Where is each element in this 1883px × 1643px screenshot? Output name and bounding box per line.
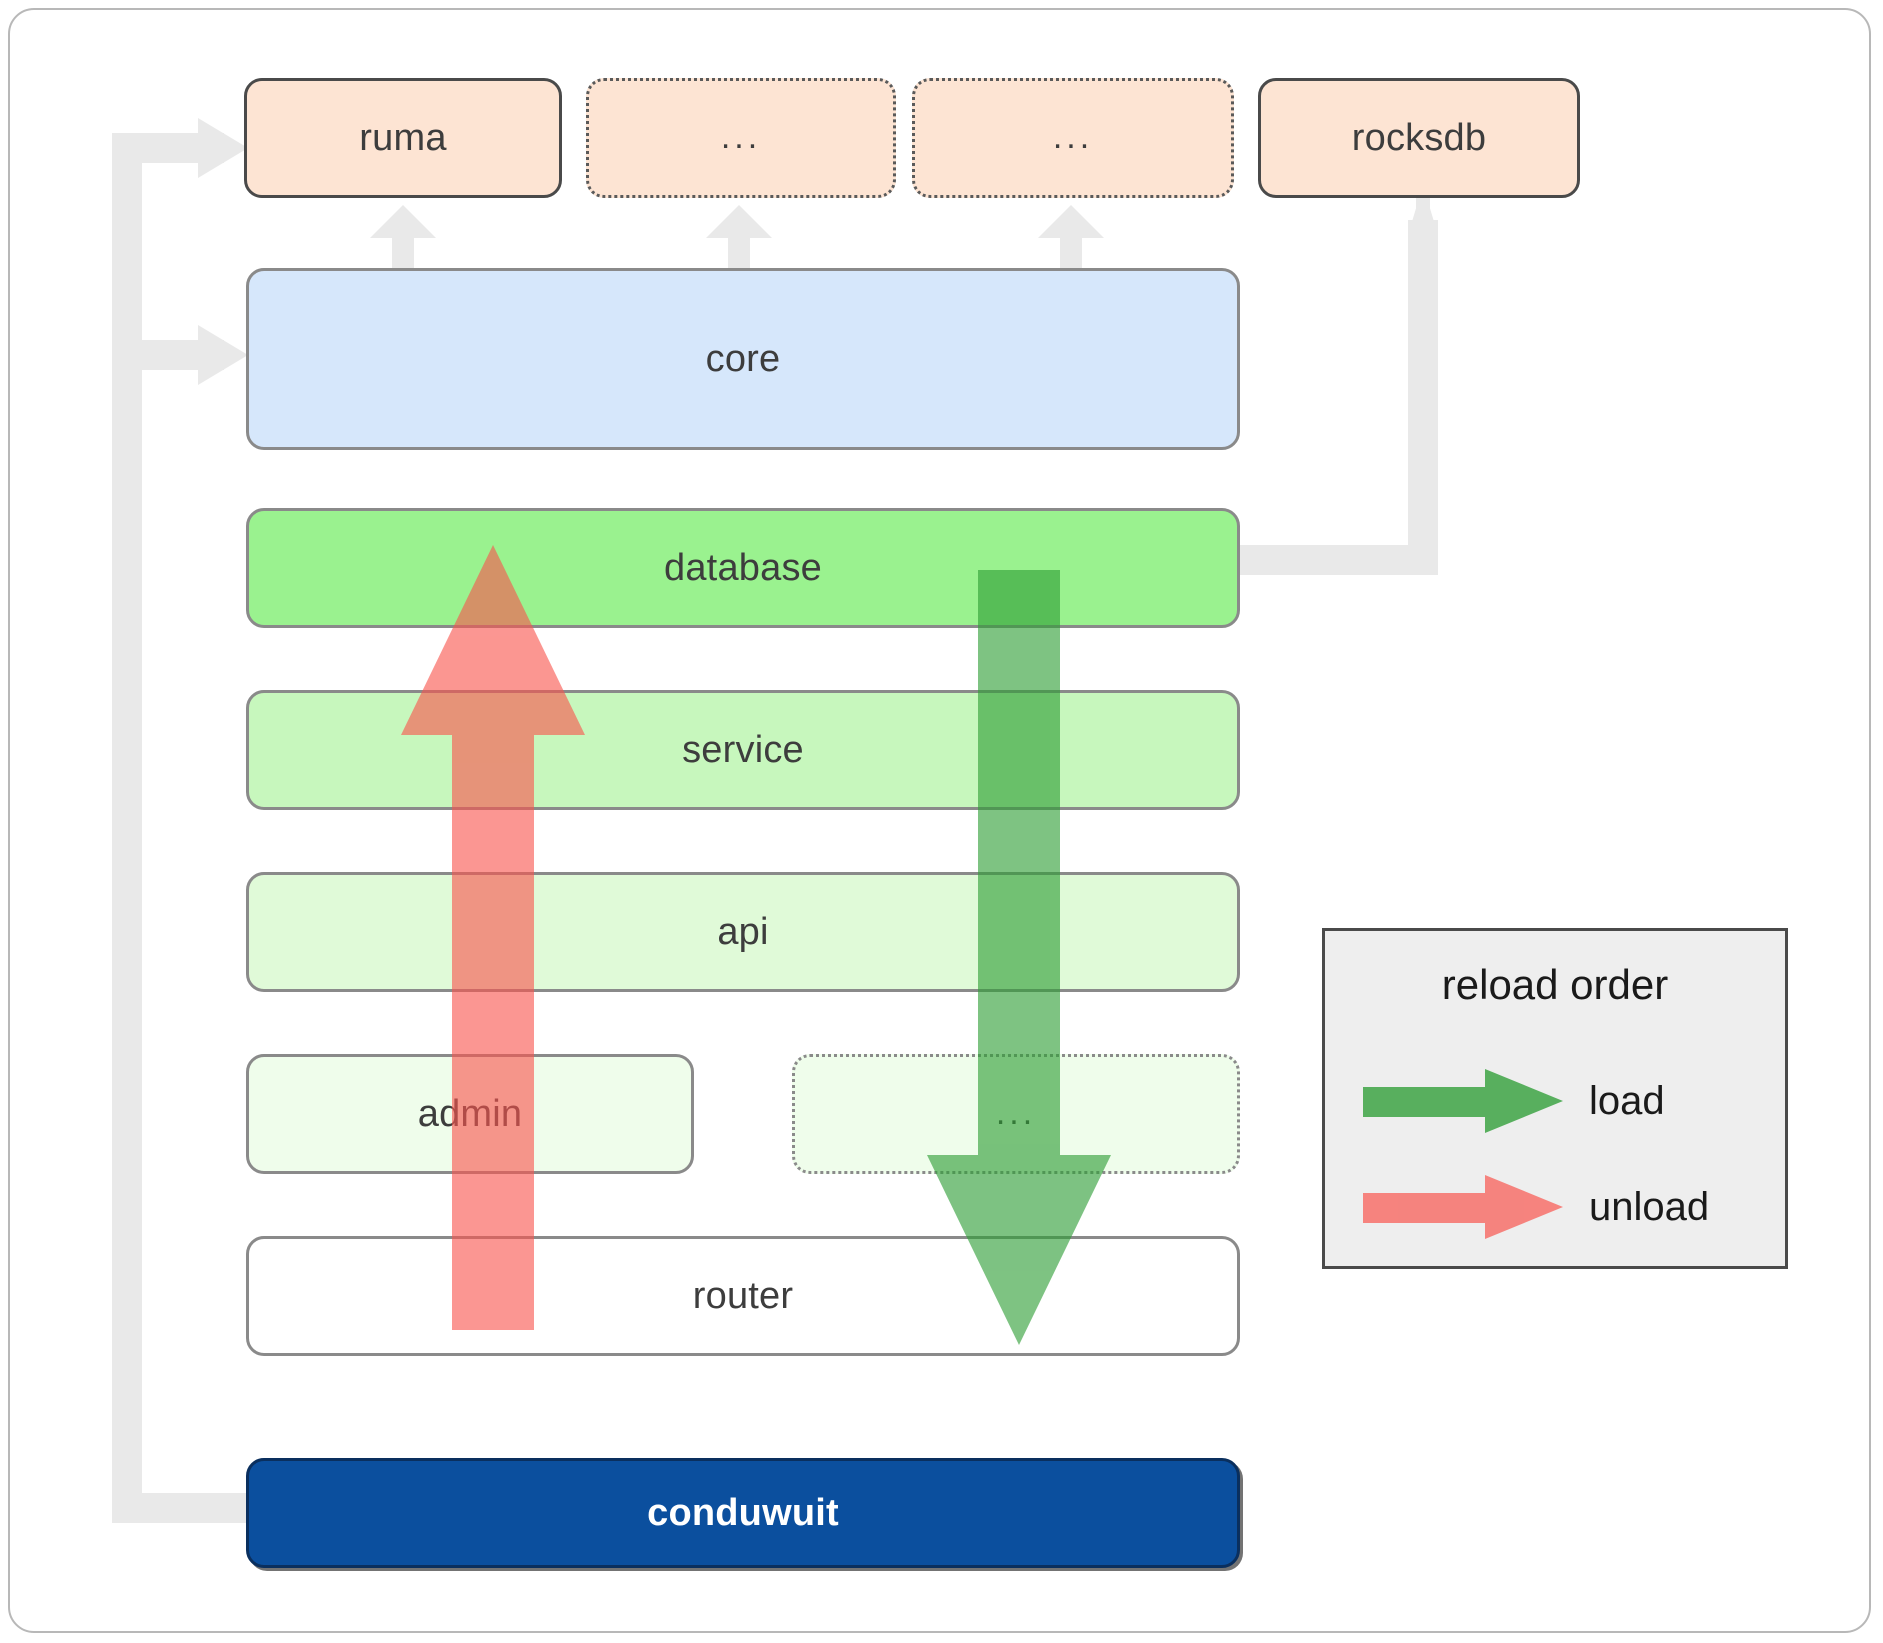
legend-unload-arrow-icon [1363, 1175, 1563, 1239]
node-admin-label: admin [417, 1092, 523, 1135]
legend-row-load: load [1363, 1061, 1763, 1141]
node-conduwuit-label: conduwuit [647, 1491, 839, 1534]
node-service-label: service [682, 728, 804, 771]
legend-load-arrow-icon [1363, 1069, 1563, 1133]
diagram-frame [8, 8, 1871, 1633]
node-rocksdb[interactable]: rocksdb [1258, 78, 1580, 198]
node-rocksdb-label: rocksdb [1351, 116, 1487, 159]
node-api[interactable]: api [246, 872, 1240, 992]
node-database[interactable]: database [246, 508, 1240, 628]
node-service[interactable]: service [246, 690, 1240, 810]
legend-row-unload: unload [1363, 1167, 1763, 1247]
node-router-label: router [692, 1274, 794, 1317]
node-ruma-label: ruma [359, 116, 447, 159]
node-dep-placeholder-2[interactable]: ... [912, 78, 1234, 198]
node-router[interactable]: router [246, 1236, 1240, 1356]
node-api-label: api [717, 910, 769, 953]
legend-title: reload order [1441, 961, 1669, 1008]
node-admin[interactable]: admin [246, 1054, 694, 1174]
node-dep-placeholder-2-label: ... [1052, 118, 1094, 157]
node-database-label: database [664, 546, 822, 589]
legend-load-label: load [1589, 1078, 1665, 1123]
node-core-label: core [705, 337, 781, 380]
legend-panel: reload order load unload [1322, 928, 1788, 1269]
legend-unload-label: unload [1589, 1184, 1710, 1229]
node-dep-placeholder-1[interactable]: ... [586, 78, 896, 198]
node-dep-placeholder-1-label: ... [720, 118, 762, 157]
node-layer-placeholder-label: ... [995, 1094, 1037, 1133]
node-ruma[interactable]: ruma [244, 78, 562, 198]
node-layer-placeholder[interactable]: ... [792, 1054, 1240, 1174]
node-core[interactable]: core [246, 268, 1240, 450]
node-conduwuit[interactable]: conduwuit [246, 1458, 1240, 1568]
